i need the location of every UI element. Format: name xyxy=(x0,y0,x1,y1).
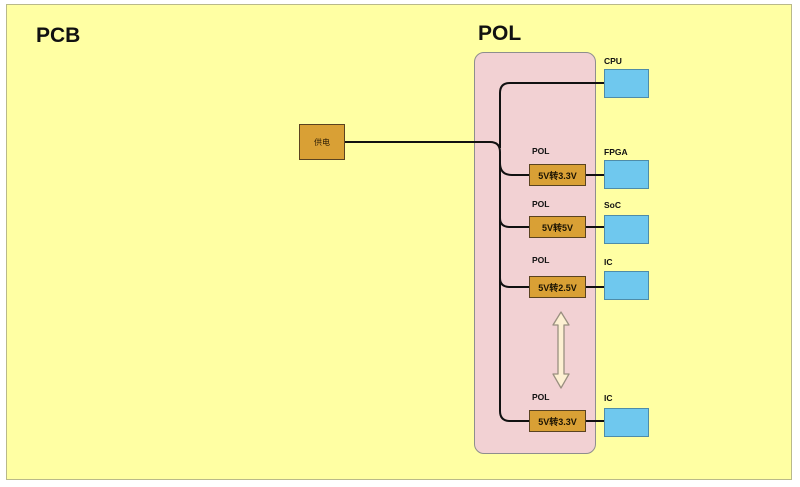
load-soc-label: SoC xyxy=(604,200,621,210)
conv-4-tag: POL xyxy=(532,392,550,402)
load-fpga-label: FPGA xyxy=(604,147,628,157)
conv-4-label: 5V转3.3V xyxy=(538,416,577,427)
conv-2-tag: POL xyxy=(532,199,550,209)
power-source-box: 供电 xyxy=(299,124,345,160)
pcb-board xyxy=(6,4,792,480)
ellipsis-arrow-icon xyxy=(552,311,570,389)
conv-2-input-wire xyxy=(499,217,529,228)
load-cpu-label: CPU xyxy=(604,56,622,66)
load-ic-1-label: IC xyxy=(604,257,613,267)
conv-1-label: 5V转3.3V xyxy=(538,170,577,181)
load-cpu-box xyxy=(604,69,649,98)
cpu-feed-wire xyxy=(499,82,604,148)
pcb-title: PCB xyxy=(36,24,81,47)
load-ic-1-box xyxy=(604,271,649,300)
conv-3-input-wire xyxy=(499,277,529,288)
load-soc-box xyxy=(604,215,649,244)
conv-3-tag: POL xyxy=(532,255,550,265)
conv-2-label: 5V转5V xyxy=(541,222,574,233)
conv-3-label: 5V转2.5V xyxy=(538,282,577,293)
pol-region xyxy=(474,52,596,454)
pol-title: POL xyxy=(478,22,522,45)
conv-1-input-wire xyxy=(499,162,529,176)
conv-1-box: 5V转3.3V xyxy=(529,164,586,186)
load-ic-2-label: IC xyxy=(604,393,613,403)
load-ic-2-box xyxy=(604,408,649,437)
power-source-label: 供电 xyxy=(314,137,330,147)
conv-2-box: 5V转5V xyxy=(529,216,586,238)
load-fpga-box xyxy=(604,160,649,189)
conv-1-tag: POL xyxy=(532,146,550,156)
conv-3-box: 5V转2.5V xyxy=(529,276,586,298)
conv-4-box: 5V转3.3V xyxy=(529,410,586,432)
